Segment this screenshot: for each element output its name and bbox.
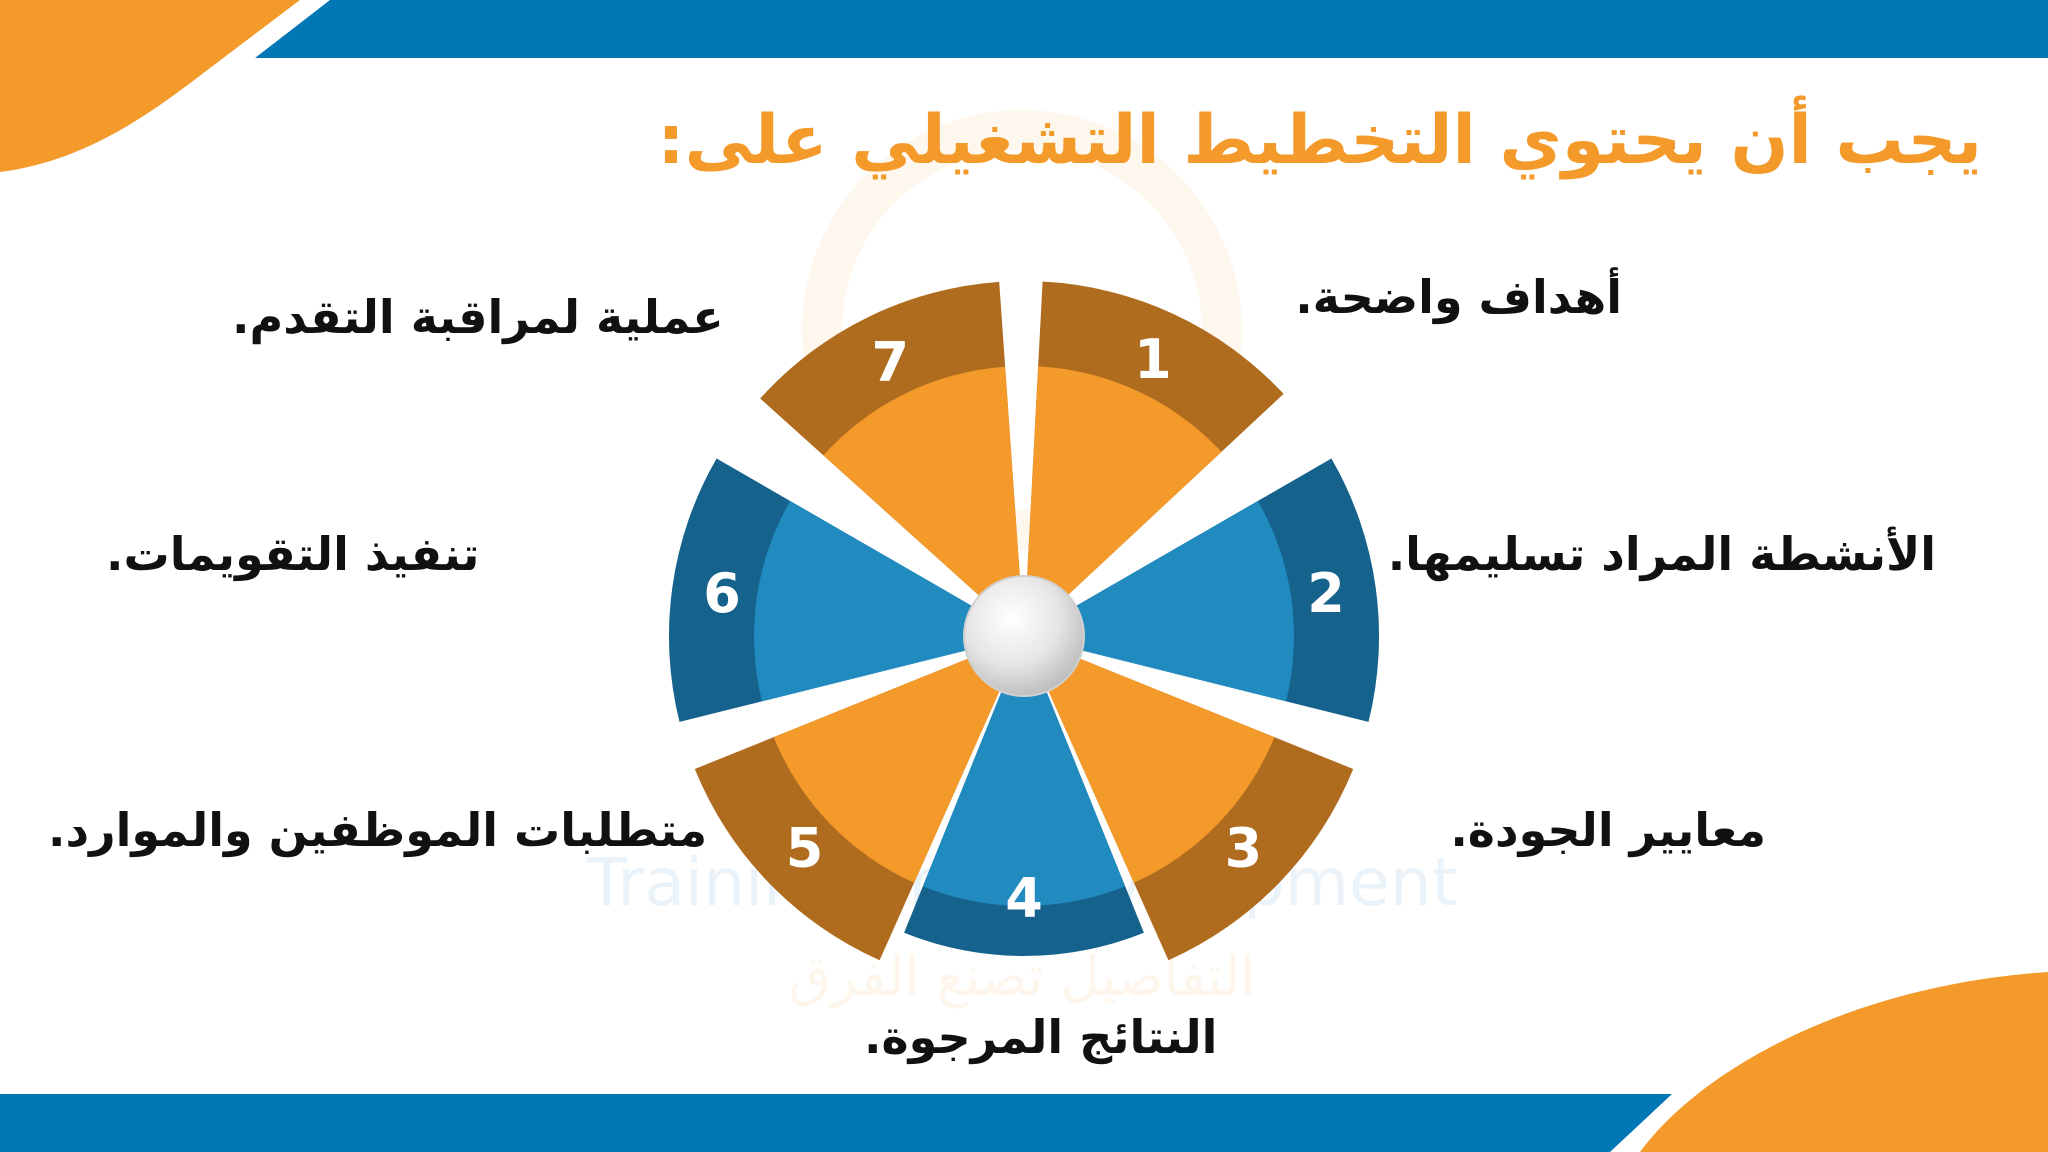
segment-3-number: 3 bbox=[1225, 816, 1263, 879]
segment-4-number: 4 bbox=[1005, 867, 1043, 930]
page-title: يجب أن يحتوي التخطيط التشغيلي على: bbox=[657, 101, 1982, 180]
center-hub bbox=[963, 575, 1085, 697]
segment-5-number: 5 bbox=[786, 816, 824, 879]
bottom-blue-banner bbox=[0, 1094, 1672, 1152]
top-left-orange-shape bbox=[0, 0, 300, 172]
segment-3-inner bbox=[1024, 636, 1275, 883]
top-blue-banner bbox=[255, 0, 2048, 58]
segment-7-number: 7 bbox=[872, 330, 910, 393]
segment-4-inner bbox=[922, 636, 1126, 906]
segment-1-number: 1 bbox=[1134, 328, 1172, 391]
segment-6-inner bbox=[753, 501, 1024, 702]
item-label-2: الأنشطة المراد تسليمها. bbox=[1387, 527, 1936, 581]
segment-2-number: 2 bbox=[1307, 562, 1345, 625]
segment-5-inner bbox=[773, 636, 1024, 883]
item-label-1: أهداف واضحة. bbox=[1295, 270, 1622, 324]
wheel-diagram: 1 2 3 4 5 6 7 bbox=[668, 281, 1380, 961]
segment-6-number: 6 bbox=[703, 562, 741, 625]
segment-2-inner bbox=[1024, 501, 1295, 702]
bottom-right-orange-shape bbox=[1640, 972, 2048, 1152]
watermark-logo-ring bbox=[802, 110, 1242, 550]
item-label-4: النتائج المرجوة. bbox=[864, 1010, 1218, 1064]
segment-7-inner bbox=[823, 366, 1024, 636]
item-label-3: معايير الجودة. bbox=[1450, 803, 1766, 857]
item-label-5: متطلبات الموظفين والموارد. bbox=[48, 803, 708, 857]
segment-1-inner bbox=[1024, 366, 1222, 636]
item-label-7: عملية لمراقبة التقدم. bbox=[232, 290, 724, 344]
item-label-6: تنفيذ التقويمات. bbox=[106, 527, 480, 581]
